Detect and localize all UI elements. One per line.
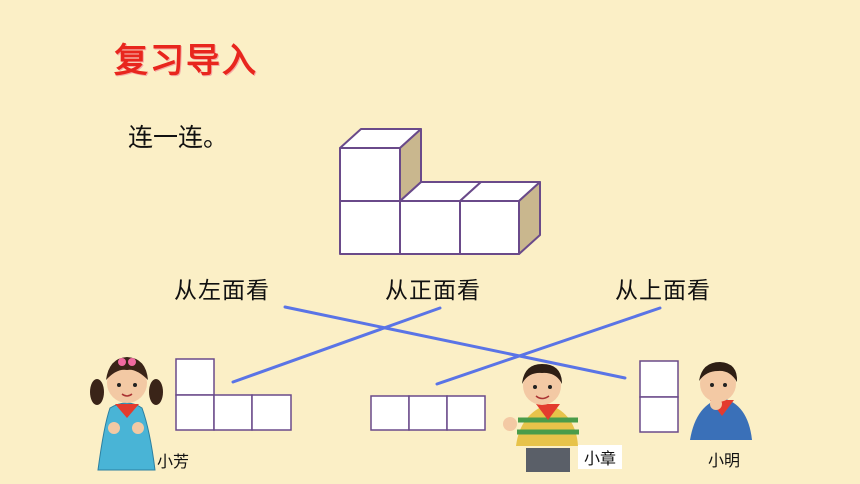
connector-left-to-column[interactable]	[283, 305, 627, 380]
view-column-square-bottom	[639, 396, 679, 433]
cube-front-face-bottom-right	[459, 200, 520, 255]
child-xiaoming-figure	[690, 362, 752, 440]
connector-lines	[231, 305, 662, 386]
label-view-from-left: 从左面看	[174, 278, 270, 304]
cube-front-face-upper	[339, 147, 401, 202]
view-l-square-top	[175, 358, 215, 396]
label-child-xiaozhang: 小章	[578, 445, 623, 469]
view-row-square-2	[408, 395, 448, 431]
view-row-square-1	[370, 395, 410, 431]
connector-front-to-l[interactable]	[231, 306, 442, 384]
label-view-from-top: 从上面看	[615, 278, 711, 304]
view-l-square-bottom-1	[175, 394, 215, 431]
cube-front-face-bottom-middle	[399, 200, 461, 255]
cube-front-face-bottom-left	[339, 200, 401, 255]
connector-top-to-row[interactable]	[435, 306, 662, 386]
view-shape-l	[175, 358, 292, 431]
label-child-xiaofang: 小芳	[157, 452, 190, 471]
view-l-square-bottom-2	[213, 394, 253, 431]
view-row-square-3	[446, 395, 486, 431]
slide-title: 复习导入	[114, 41, 258, 81]
view-column-square-top	[639, 360, 679, 398]
child-xiaofang-figure	[90, 357, 163, 471]
view-shape-row	[370, 395, 486, 431]
cube-assembly-3d	[339, 128, 541, 255]
instruction-text: 连一连。	[128, 123, 229, 152]
view-l-square-bottom-3	[251, 394, 292, 431]
child-xiaozhang-figure	[503, 364, 579, 472]
view-shape-column	[639, 360, 679, 433]
label-child-xiaoming: 小明	[708, 451, 741, 470]
label-view-from-front: 从正面看	[385, 278, 481, 304]
